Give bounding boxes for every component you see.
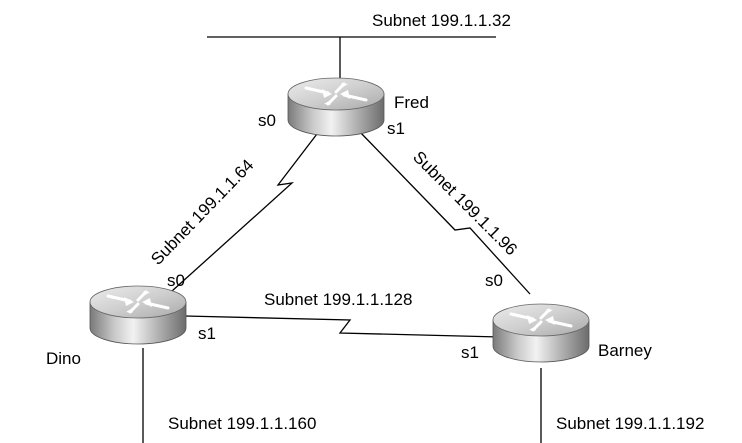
dino-s0-label: s0 [167,271,185,290]
router-dino-name: Dino [46,349,81,368]
fred-s0-label: s0 [258,111,276,130]
router-barney-name: Barney [598,341,652,360]
barney-s0-label: s0 [485,271,503,290]
link-fred-dino [161,129,321,301]
router-barney-icon [491,302,591,364]
subnet-dino-lan-label: Subnet 199.1.1.160 [168,414,316,433]
router-fred-name: Fred [394,93,429,112]
subnet-fred-dino-label: Subnet 199.1.1.64 [147,156,257,269]
link-dino-barney [184,315,501,338]
dino-s1-label: s1 [198,324,216,343]
subnet-fred-barney-label: Subnet 199.1.1.96 [409,147,521,259]
subnet-top-label: Subnet 199.1.1.32 [372,11,511,30]
router-fred-icon [286,76,386,138]
subnet-dino-barney-label: Subnet 199.1.1.128 [264,290,412,309]
router-dino-icon [88,284,188,346]
link-fred-barney [357,129,531,295]
fred-s1-label: s1 [387,119,405,138]
subnet-barney-lan-label: Subnet 199.1.1.192 [556,414,704,433]
barney-s1-label: s1 [461,343,479,362]
